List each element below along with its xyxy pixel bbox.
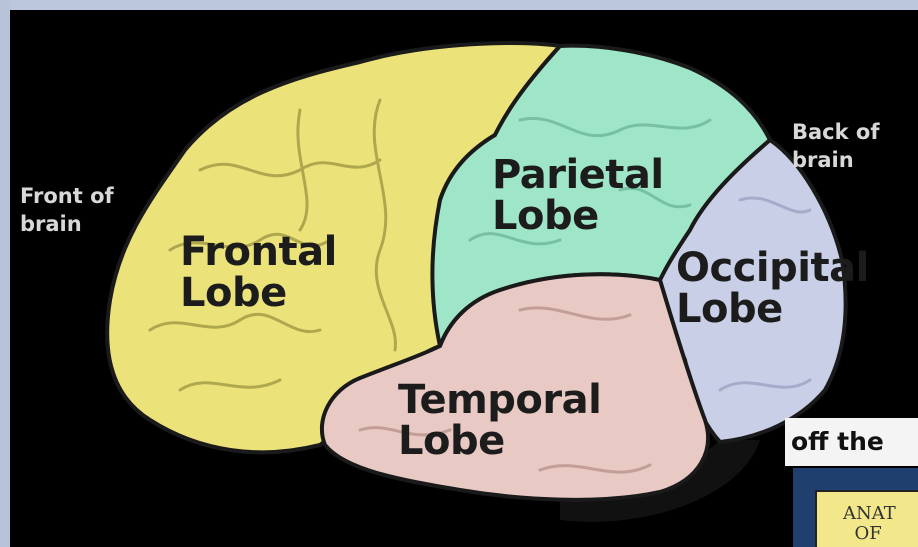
left-frame-edge bbox=[0, 0, 10, 547]
top-frame-edge bbox=[0, 0, 918, 10]
inset-card: ANAT OF bbox=[815, 490, 918, 547]
frontal-lobe-label: Frontal Lobe bbox=[180, 232, 337, 314]
front-of-brain-label: Front of brain bbox=[20, 182, 114, 239]
back-of-brain-label: Back of brain bbox=[792, 118, 879, 175]
temporal-lobe-label: Temporal Lobe bbox=[398, 380, 601, 462]
occipital-lobe-label: Occipital Lobe bbox=[676, 248, 869, 330]
parietal-lobe-label: Parietal Lobe bbox=[492, 155, 664, 237]
inset-title: off the bbox=[785, 418, 918, 466]
inset-panel: ANAT OF bbox=[793, 468, 918, 547]
